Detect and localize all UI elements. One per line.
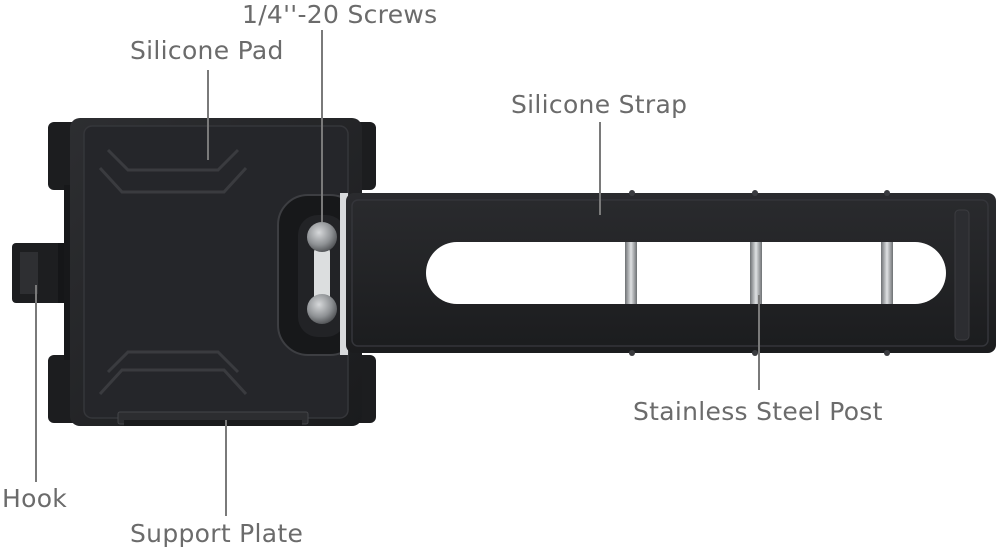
label-silicone-pad: Silicone Pad — [130, 36, 284, 65]
label-hook: Hook — [2, 484, 68, 513]
silicone-pad — [98, 148, 248, 396]
stainless-steel-posts — [625, 242, 893, 304]
label-support-plate: Support Plate — [130, 519, 304, 548]
screws — [307, 222, 337, 324]
hook — [12, 243, 72, 303]
support-plate — [117, 411, 309, 426]
steel-post-3 — [881, 242, 893, 304]
leader-lines — [35, 30, 760, 516]
steel-post-2 — [750, 242, 762, 304]
label-stainless-steel-post: Stainless Steel Post — [633, 397, 883, 426]
screw-bottom — [307, 294, 337, 324]
screw-top — [307, 222, 337, 252]
label-silicone-strap: Silicone Strap — [511, 90, 688, 119]
steel-post-1 — [625, 242, 637, 304]
silicone-strap — [340, 190, 996, 356]
label-screws: 1/4''-20 Screws — [242, 0, 438, 29]
